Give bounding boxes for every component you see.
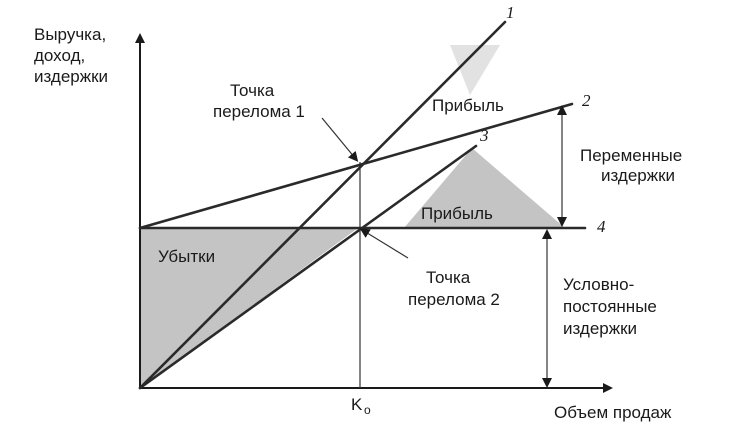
breakeven-1-label-line-1: Точка	[230, 81, 275, 100]
profit-shaded-region	[404, 148, 565, 228]
x-axis-label: Объем продаж	[554, 403, 672, 422]
line-3-number: 3	[479, 126, 489, 145]
profit-upper-shaded-region	[450, 45, 500, 95]
line-4-number: 4	[597, 217, 606, 236]
line-2-total-costs	[138, 102, 574, 230]
breakeven-2-label-line-2: перелома 2	[408, 290, 500, 309]
y-axis-label-line-2: доход,	[34, 46, 85, 65]
fixed-costs-label-line-1: Условно-	[563, 275, 634, 294]
k0-marker: K	[351, 395, 363, 414]
variable-costs-label-line-1: Переменные	[580, 146, 682, 165]
profit-upper-label: Прибыль	[432, 96, 504, 115]
breakeven-1-label-line-2: перелома 1	[213, 102, 305, 121]
profit-lower-label: Прибыль	[421, 204, 493, 223]
variable-costs-label-line-2: издержки	[601, 166, 675, 185]
y-axis-label-line-3: издержки	[34, 67, 108, 86]
fixed-costs-label-line-3: издержки	[563, 319, 637, 338]
losses-label: Убытки	[158, 247, 215, 266]
line-1-revenue	[138, 20, 507, 390]
line-1-number: 1	[506, 3, 515, 22]
fixed-costs-label-line-2: постоянные	[563, 297, 657, 316]
breakeven-2-pointer	[359, 228, 409, 259]
y-axis-label-line-1: Выручка,	[34, 25, 106, 44]
breakeven-2-label-line-1: Точка	[426, 268, 471, 287]
breakeven-1-pointer	[321, 117, 359, 162]
k0-marker-subscript: o	[364, 403, 371, 417]
line-3-income	[138, 144, 478, 390]
line-2-number: 2	[582, 91, 591, 110]
